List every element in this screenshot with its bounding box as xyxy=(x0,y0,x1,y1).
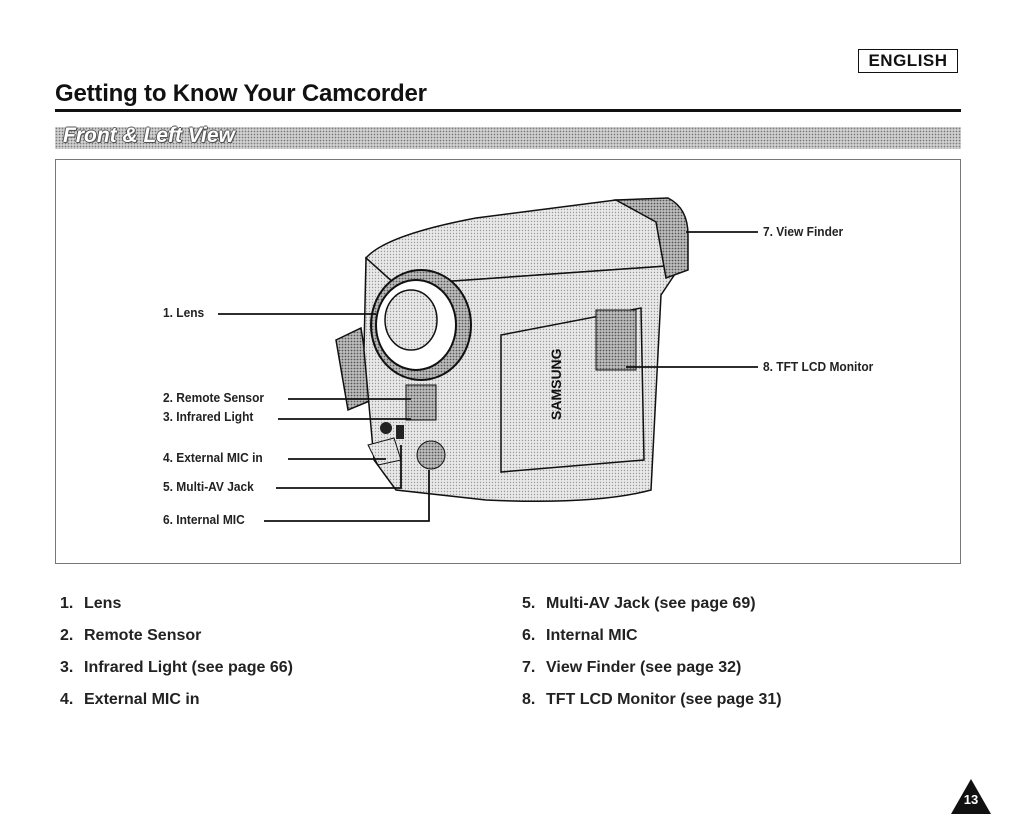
page-title: Getting to Know Your Camcorder xyxy=(55,80,427,107)
remote-sensor-window xyxy=(405,384,437,421)
leader-line-internal-mic xyxy=(264,470,430,522)
callout-multi-av-jack: 5. Multi-AV Jack xyxy=(163,479,254,494)
callout-internal-mic: 6. Internal MIC xyxy=(163,512,245,527)
list-item: 7.View Finder (see page 32) xyxy=(522,659,742,676)
list-item: 8.TFT LCD Monitor (see page 31) xyxy=(522,691,782,708)
av-jack xyxy=(396,425,404,439)
page-number-triangle-icon xyxy=(951,779,991,814)
list-item: 3.Infrared Light (see page 66) xyxy=(60,659,293,676)
list-item: 2.Remote Sensor xyxy=(60,627,202,644)
callout-infrared-light: 3. Infrared Light xyxy=(163,409,254,424)
section-bar xyxy=(55,127,961,149)
camcorder-illustration: SAMSUNG xyxy=(218,197,758,522)
camcorder-figure: SAMSUNG 1. Lens 2. Remote Sensor 3. Infr… xyxy=(55,159,961,564)
page-number: 13 xyxy=(963,792,979,807)
leader-line-av-jack xyxy=(276,445,402,489)
language-badge: ENGLISH xyxy=(858,49,958,73)
list-item: 5.Multi-AV Jack (see page 69) xyxy=(522,595,756,612)
callout-lens: 1. Lens xyxy=(163,305,205,320)
callout-tft-lcd-monitor: 8. TFT LCD Monitor xyxy=(763,359,874,374)
mic-jack xyxy=(380,422,392,434)
view-finder xyxy=(613,197,689,280)
title-rule xyxy=(55,109,961,112)
parts-list-left: 1.Lens 2.Remote Sensor 3.Infrared Light … xyxy=(60,594,293,722)
parts-list-right: 5.Multi-AV Jack (see page 69) 6.Internal… xyxy=(522,594,782,722)
lcd-hinge xyxy=(595,309,637,371)
callout-external-mic: 4. External MIC in xyxy=(163,450,263,465)
list-item: 1.Lens xyxy=(60,595,122,612)
callout-remote-sensor: 2. Remote Sensor xyxy=(163,390,265,405)
list-item: 6.Internal MIC xyxy=(522,627,638,644)
brand-logo: SAMSUNG xyxy=(548,348,564,420)
lens-inner xyxy=(384,289,438,351)
list-item: 4.External MIC in xyxy=(60,691,200,708)
callout-view-finder: 7. View Finder xyxy=(763,224,844,239)
internal-mic-grille xyxy=(416,440,446,470)
section-title: Front & Left View xyxy=(63,124,235,147)
